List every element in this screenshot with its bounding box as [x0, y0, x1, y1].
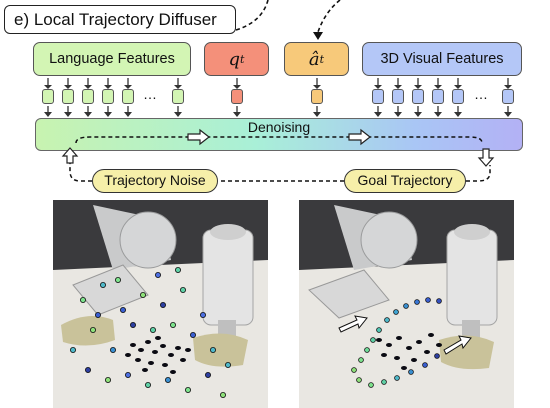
visual-token — [372, 89, 384, 104]
panel-title: e) Local Trajectory Diffuser — [4, 5, 236, 34]
visual-token — [452, 89, 464, 104]
trajectory-noise-pill: Trajectory Noise — [92, 169, 218, 193]
language-token — [62, 89, 74, 104]
a-token — [311, 89, 323, 104]
language-ellipsis: … — [143, 86, 158, 102]
language-token — [172, 89, 184, 104]
denoising-loop — [61, 128, 495, 182]
language-token — [102, 89, 114, 104]
visual-ellipsis: … — [474, 86, 489, 102]
incoming-arrows — [235, 0, 341, 40]
visual-token — [432, 89, 444, 104]
language-token — [122, 89, 134, 104]
language-token — [82, 89, 94, 104]
goal-trajectory-pill: Goal Trajectory — [344, 169, 466, 193]
visual-token — [502, 89, 514, 104]
noisy-trajectory-photo — [53, 200, 268, 408]
visual-token — [392, 89, 404, 104]
token-arrows — [44, 78, 512, 117]
denoising-bar: Denoising — [35, 118, 523, 151]
q-symbol: q — [228, 48, 241, 70]
a-symbol: â — [308, 48, 320, 70]
a-subscript: t — [319, 52, 325, 66]
denoising-label: Denoising — [247, 119, 311, 135]
language-token — [42, 89, 54, 104]
visual-features-box: 3D Visual Features — [362, 42, 522, 76]
language-features-box: Language Features — [33, 42, 191, 76]
q-token — [231, 89, 243, 104]
denoised-trajectory-photo — [299, 200, 514, 408]
visual-token — [412, 89, 424, 104]
q-subscript: t — [240, 52, 245, 66]
